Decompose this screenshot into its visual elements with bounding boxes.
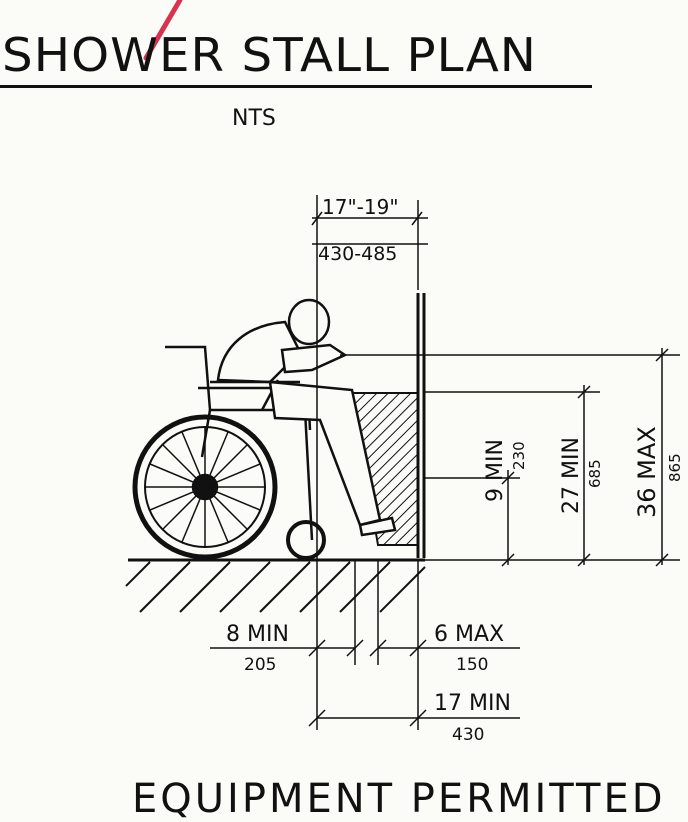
twenty-seven-min-label: 27 MIN (559, 437, 584, 514)
six-max-label: 6 MAX (434, 622, 504, 647)
floor-line (125, 558, 426, 613)
page-title: SHOWER STALL PLAN (2, 28, 537, 82)
scale-note: NTS (232, 106, 276, 131)
seventeen-min-metric-label: 430 (452, 725, 484, 745)
thirty-six-max-label: 36 MAX (633, 426, 661, 518)
reach-range-imperial-label: 17"-19" (322, 195, 399, 219)
reach-range-metric-label: 430-485 (318, 243, 397, 265)
eight-min-label: 8 MIN (226, 622, 289, 647)
dimension-lines (210, 195, 680, 730)
eight-min-metric-label: 205 (244, 655, 276, 675)
title-underline (0, 85, 592, 88)
six-max-metric-label: 150 (456, 655, 488, 675)
person-figure (210, 298, 397, 537)
seventeen-min-label: 17 MIN (434, 691, 511, 716)
section-heading-partial: EQUIPMENT PERMITTED (132, 776, 666, 822)
nine-min-label: 9 MIN (483, 439, 508, 502)
twenty-seven-min-metric-label: 685 (586, 459, 604, 488)
thirty-six-max-metric-label: 865 (666, 453, 684, 482)
nine-min-metric-label: 230 (510, 441, 528, 470)
